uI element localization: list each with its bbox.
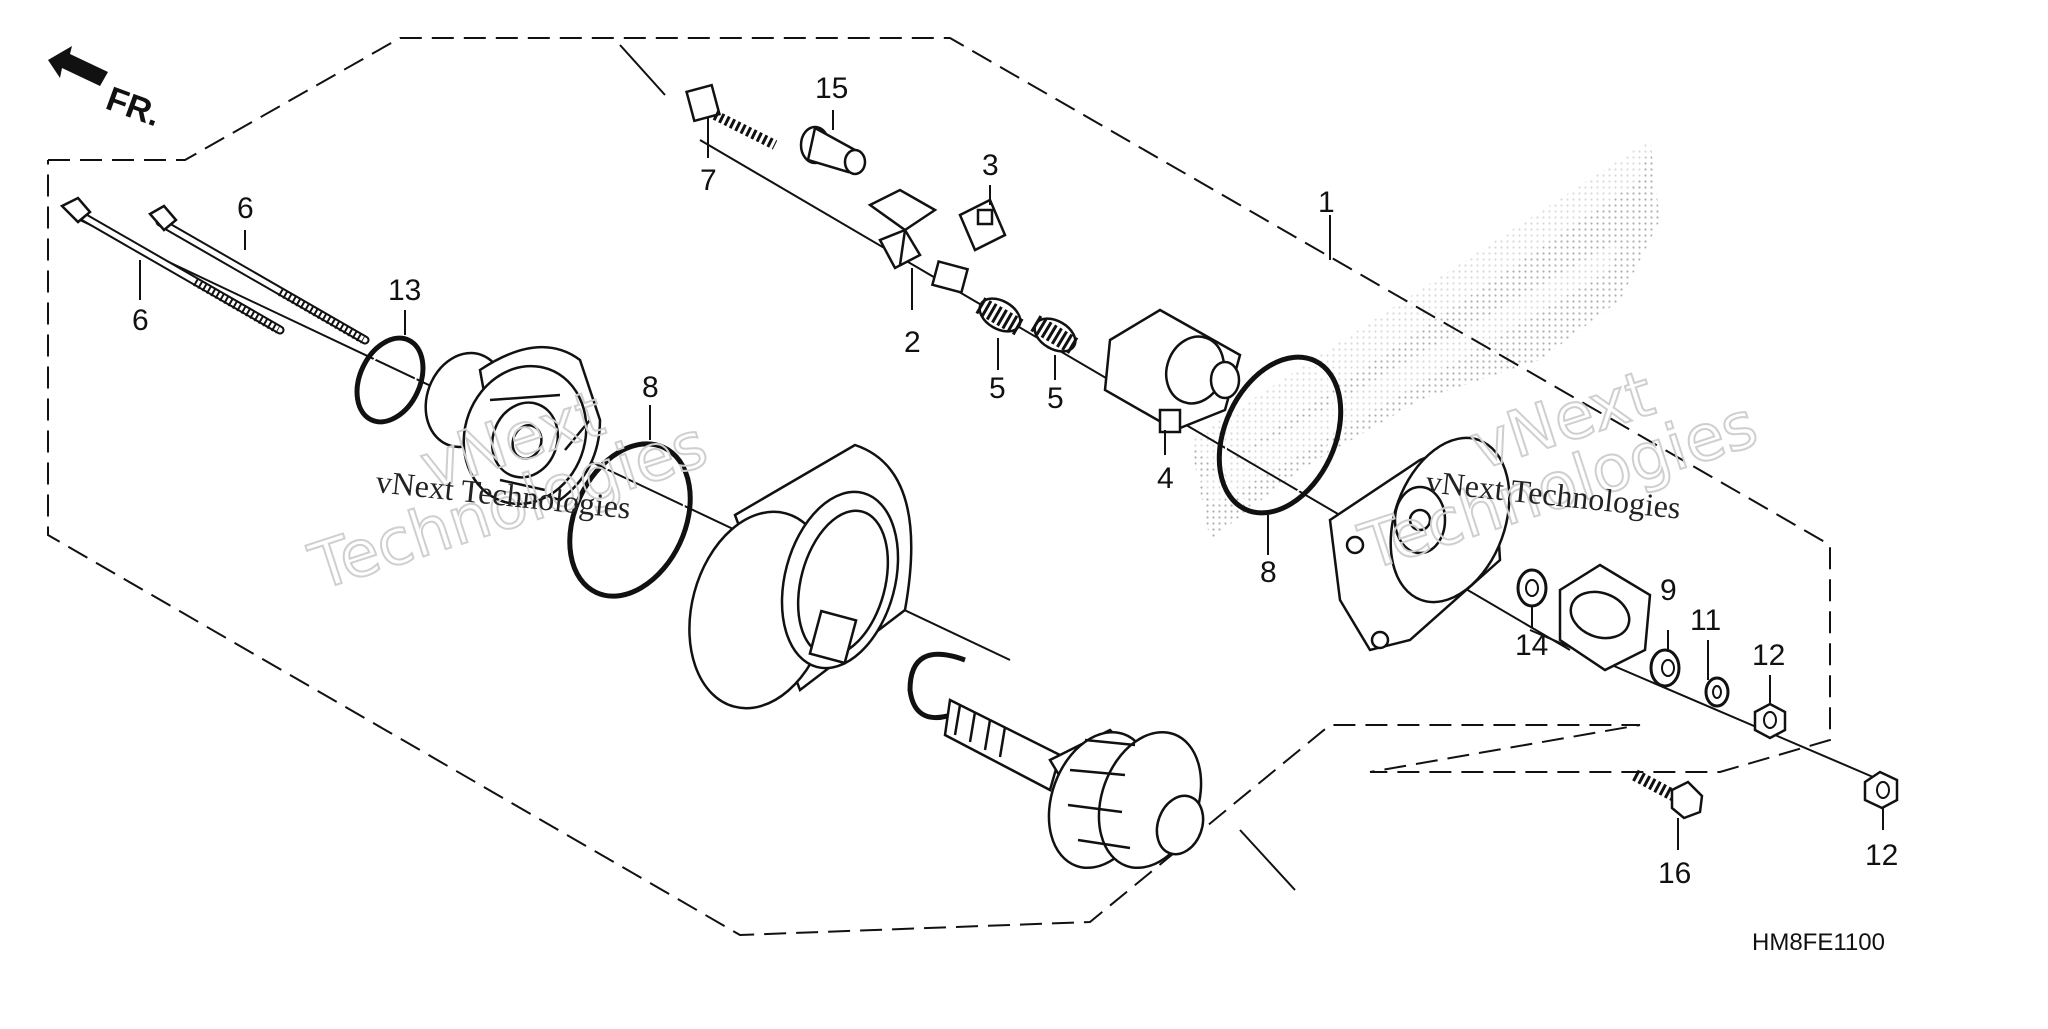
rear-cover bbox=[1328, 436, 1511, 652]
spring-5b bbox=[1030, 315, 1080, 355]
terminal-insulator bbox=[1558, 563, 1652, 672]
callout-11: 11 bbox=[1690, 604, 1721, 637]
callout-5b: 5 bbox=[1047, 382, 1064, 415]
bolt-7 bbox=[685, 83, 778, 150]
callout-6a: 6 bbox=[237, 192, 254, 225]
callout-16: 16 bbox=[1658, 857, 1691, 890]
callout-7: 7 bbox=[700, 164, 717, 197]
washer-11 bbox=[1704, 676, 1730, 708]
nut-12a bbox=[1753, 702, 1787, 740]
front-direction-arrow: FR. bbox=[48, 46, 166, 134]
brush-terminal-2 bbox=[867, 188, 970, 295]
long-bolt-6a bbox=[59, 196, 285, 335]
assembly-boundary bbox=[47, 37, 1831, 937]
o-ring-8-right bbox=[1216, 354, 1344, 516]
o-ring-8-left bbox=[567, 441, 693, 599]
insulator-15 bbox=[799, 125, 867, 176]
callout-4: 4 bbox=[1157, 462, 1174, 495]
front-cover bbox=[424, 345, 602, 506]
callout-6b: 6 bbox=[132, 304, 149, 337]
callout-14: 14 bbox=[1515, 629, 1548, 662]
spring-5a bbox=[975, 297, 1025, 336]
callout-8a: 8 bbox=[642, 371, 659, 404]
direction-label: FR. bbox=[101, 80, 165, 134]
diagram-code: HM8FE1100 bbox=[1752, 929, 1885, 956]
callout-13: 13 bbox=[388, 274, 421, 307]
callout-9: 9 bbox=[1660, 574, 1677, 607]
callout-15: 15 bbox=[815, 72, 848, 105]
yoke-housing bbox=[688, 443, 913, 710]
callout-1: 1 bbox=[1318, 186, 1335, 219]
callout-12a: 12 bbox=[1752, 639, 1785, 672]
washer-9 bbox=[1649, 648, 1681, 688]
brush-holder-4 bbox=[1103, 308, 1242, 434]
armature bbox=[943, 698, 1205, 870]
callout-2: 2 bbox=[904, 326, 921, 359]
callout-3: 3 bbox=[982, 149, 999, 182]
bolt-16 bbox=[1632, 769, 1704, 820]
callout-8b: 8 bbox=[1260, 556, 1277, 589]
nut-12b bbox=[1863, 770, 1899, 810]
callout-labels: 1 2 3 4 5 5 6 6 7 8 8 9 11 12 12 13 14 1… bbox=[132, 72, 1898, 890]
long-bolt-6b bbox=[148, 204, 370, 345]
brush-holder-3 bbox=[958, 198, 1007, 252]
circlip bbox=[907, 651, 966, 721]
leader-lines bbox=[139, 110, 1884, 850]
callout-12b: 12 bbox=[1865, 839, 1898, 872]
o-ring-13 bbox=[354, 335, 426, 425]
callout-5a: 5 bbox=[989, 372, 1006, 405]
